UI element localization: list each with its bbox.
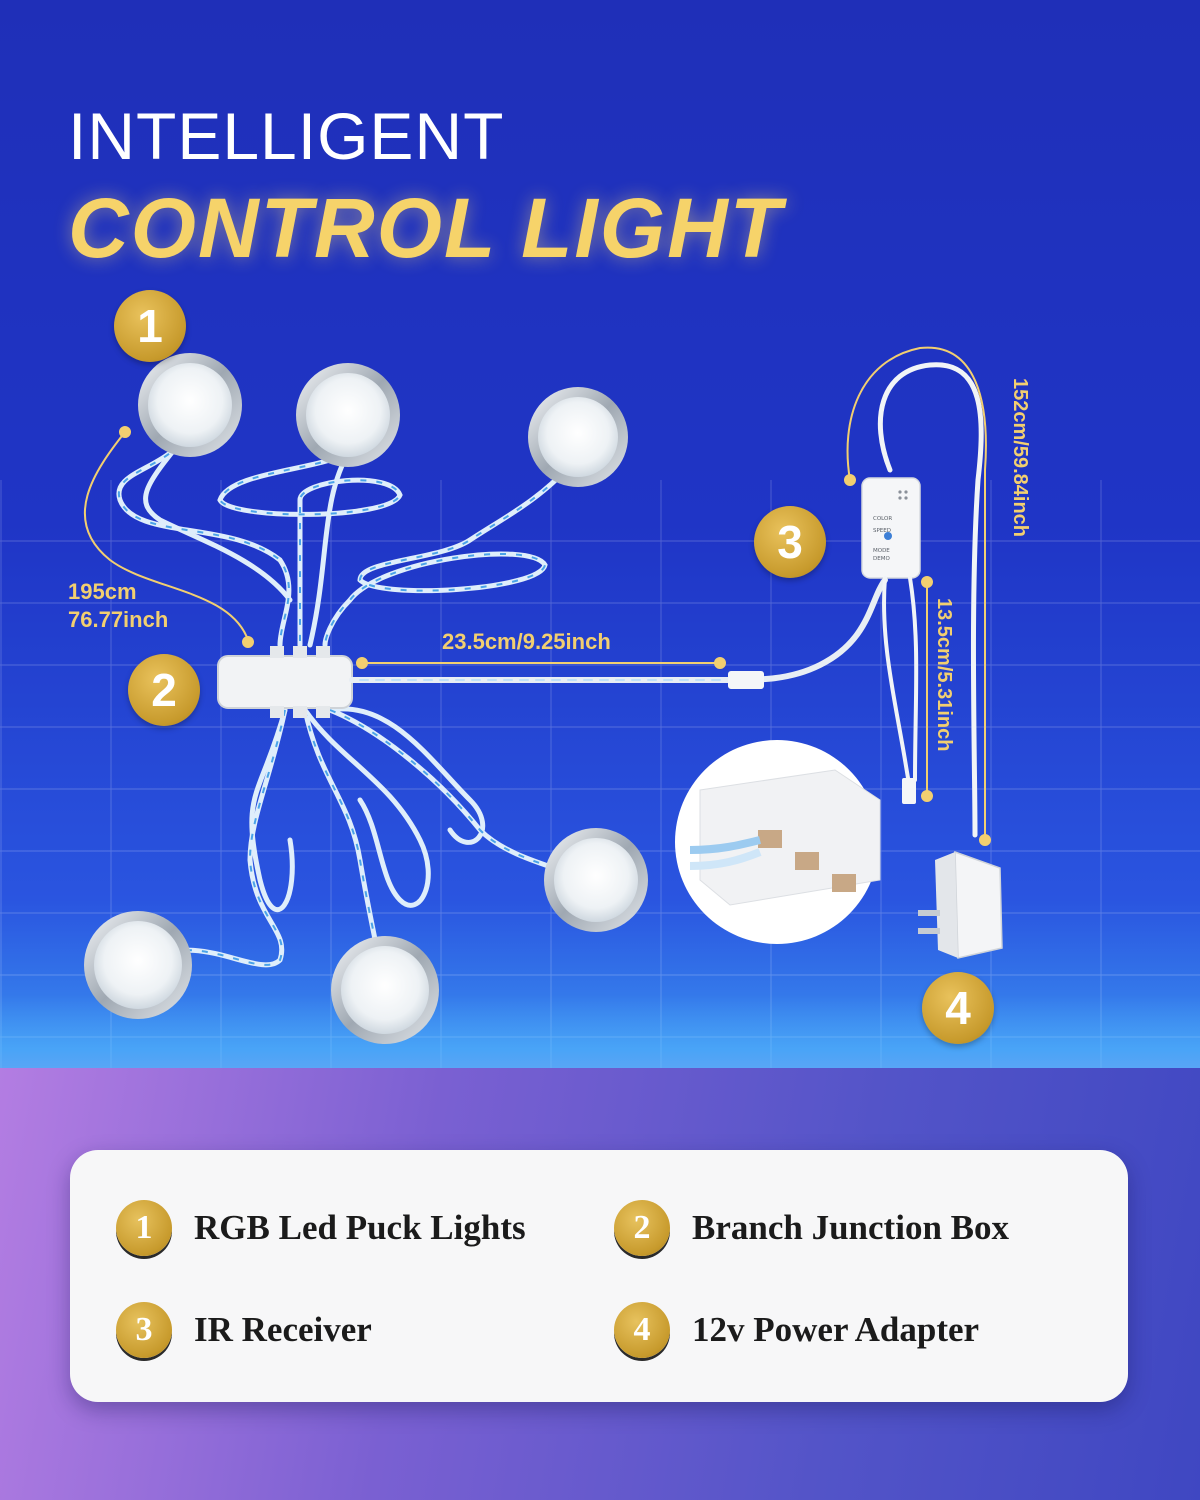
short-cable-connector — [902, 778, 916, 804]
brick-wall-background — [0, 480, 1200, 1070]
dimension-label-lights-inch: 76.77inch — [68, 607, 169, 632]
dimension-line-junction — [356, 657, 726, 669]
legend-badge-2: 2 — [614, 1200, 670, 1256]
title-line-2: CONTROL LIGHT — [68, 181, 784, 275]
cable-bundles-upper — [116, 427, 573, 648]
legend-label-3: IR Receiver — [194, 1310, 372, 1349]
legend-badge-3: 3 — [116, 1302, 172, 1358]
power-adapter-shape — [918, 850, 1003, 959]
puck-light-2 — [296, 363, 400, 467]
main-cable — [349, 577, 888, 689]
receiver-power-cable — [877, 362, 984, 838]
legend-badge-1: 1 — [116, 1200, 172, 1256]
legend-item-1: 1 RGB Led Puck Lights — [116, 1200, 526, 1256]
junction-detail-zoom — [675, 740, 881, 944]
receiver-label-mode: MODE — [873, 548, 890, 554]
badge-3: 3 — [754, 506, 826, 578]
legend-label-2: Branch Junction Box — [692, 1208, 1009, 1247]
badge-2: 2 — [128, 654, 200, 726]
dimension-label-short: 13.5cm/5.31inch — [933, 598, 955, 752]
floor-glow — [0, 995, 1200, 1070]
badge-1: 1 — [114, 290, 186, 362]
legend-card: 1 RGB Led Puck Lights 2 Branch Junction … — [70, 1150, 1128, 1402]
legend-label-4: 12v Power Adapter — [692, 1310, 980, 1349]
legend-label-1: RGB Led Puck Lights — [194, 1208, 526, 1247]
receiver-label-demo: DEMO — [873, 556, 890, 562]
title-line-1: INTELLIGENT — [68, 99, 505, 173]
cable-stripes-upper — [117, 429, 571, 646]
legend-item-3: 3 IR Receiver — [116, 1302, 372, 1358]
puck-light-4 — [544, 828, 648, 932]
junction-box-shape — [217, 646, 353, 718]
puck-light-6 — [331, 936, 439, 1044]
dimension-label-lights-cm: 195cm — [68, 579, 137, 604]
dimension-line-short — [921, 576, 933, 802]
dimension-label-junction: 23.5cm/9.25inch — [442, 629, 611, 654]
puck-light-3 — [528, 387, 628, 487]
puck-light-1 — [138, 353, 242, 457]
legend-item-2: 2 Branch Junction Box — [614, 1200, 1009, 1256]
legend-item-4: 4 12v Power Adapter — [614, 1302, 979, 1358]
wiring-diagram: COLOR SPEED MODE DEMO — [83, 346, 1003, 1044]
dimension-label-receiver: 152cm/59.84inch — [1009, 378, 1031, 537]
badge-4: 4 — [922, 972, 994, 1044]
receiver-label-color: COLOR — [873, 516, 892, 522]
dimension-line-receiver — [844, 346, 991, 846]
receiver-short-cables — [882, 576, 919, 792]
ir-receiver-shape — [861, 477, 921, 579]
legend-badge-4: 4 — [614, 1302, 670, 1358]
receiver-label-speed: SPEED — [873, 528, 891, 534]
dimension-curve-lights — [83, 426, 254, 648]
puck-light-5 — [84, 911, 192, 1019]
